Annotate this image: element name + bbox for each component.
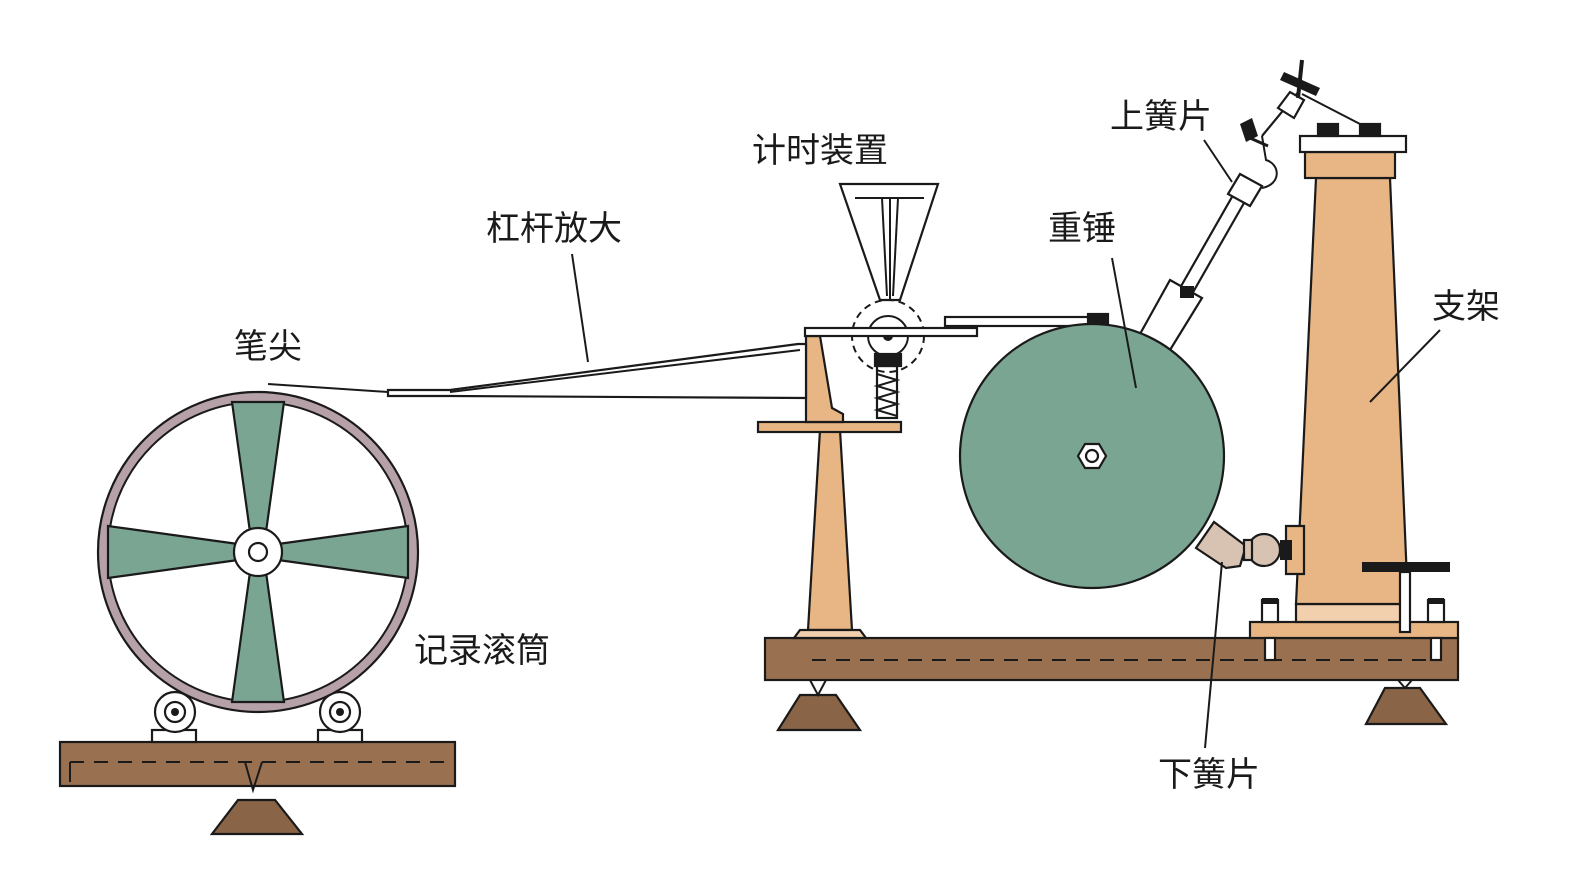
leader-pen-tip <box>267 383 389 393</box>
main-foot-left <box>776 693 863 732</box>
leader-lower-reed <box>1204 561 1223 749</box>
frame-top-plate <box>1298 134 1408 154</box>
label-timing-device: 计时装置 <box>752 131 888 171</box>
lever-beam <box>386 342 808 400</box>
label-lever-amplifier: 杠杆放大 <box>486 209 622 249</box>
pedestal-column <box>806 428 854 632</box>
frame-column <box>1294 176 1410 606</box>
leader-lines <box>267 139 1441 749</box>
main-base-assembly <box>763 636 1460 732</box>
label-lower-reed: 下簧片 <box>1158 755 1260 795</box>
leader-upper-reed <box>1203 139 1233 183</box>
base-bolt-right <box>1426 598 1446 662</box>
upper-reed-assembly <box>1138 59 1361 352</box>
label-recording-drum: 记录滚筒 <box>414 631 550 671</box>
pedestal-bracket <box>804 334 845 424</box>
timing-device <box>838 182 940 373</box>
label-heavy-hammer: 重锤 <box>1048 209 1116 249</box>
label-upper-reed: 上簧片 <box>1110 97 1212 137</box>
base-bolt-left <box>1260 598 1280 662</box>
lever-arm <box>386 312 1110 400</box>
recording-drum-assembly <box>58 390 457 836</box>
frame-plinth <box>1294 602 1408 624</box>
drum-roller-left <box>150 690 198 744</box>
lower-reed-assembly <box>1194 520 1292 570</box>
support-frame <box>1248 122 1460 662</box>
label-support-frame: 支架 <box>1432 287 1500 327</box>
drum-base-board <box>58 740 457 788</box>
heavy-hammer <box>958 322 1226 590</box>
upper-reed-hook <box>1261 135 1278 189</box>
pedestal-top-plate <box>756 420 903 434</box>
frame-handle-bar <box>1362 562 1450 572</box>
recording-drum-wheel <box>96 390 420 714</box>
pedestal-foot <box>791 628 869 640</box>
frame-base-plate <box>1248 620 1460 640</box>
main-foot-right <box>1364 686 1449 726</box>
lower-reed-link <box>1194 520 1248 570</box>
leader-frame <box>1369 329 1441 403</box>
frame-capital <box>1303 150 1397 180</box>
drum-roller-right <box>316 690 364 744</box>
leader-lever <box>571 253 589 363</box>
label-pen-tip: 笔尖 <box>234 327 302 367</box>
leader-hammer <box>1111 257 1137 389</box>
adjust-knob-side <box>1240 118 1258 142</box>
drum-foot <box>209 798 305 836</box>
upper-reed-spring <box>1226 172 1264 208</box>
drum-base-center-notch <box>244 761 263 794</box>
lever-crossbar <box>803 326 979 338</box>
